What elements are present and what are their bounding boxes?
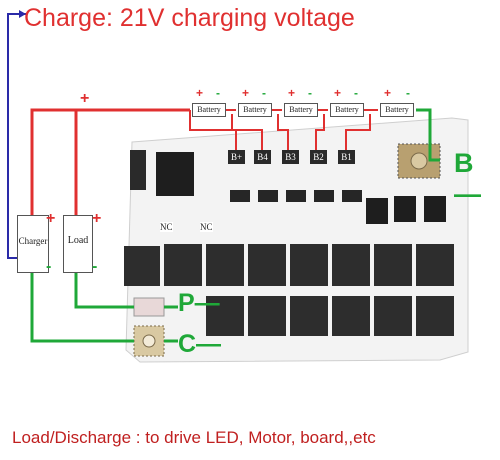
board-ic: [156, 152, 194, 196]
transistor: [258, 190, 278, 202]
tap-b-plus: B+: [228, 150, 245, 164]
charger-plus: +: [46, 210, 56, 227]
charge-voltage-title: Charge: 21V charging voltage: [24, 4, 355, 32]
load-box: Load: [63, 215, 93, 273]
battery-cell-3: Battery: [284, 103, 318, 117]
transistor: [342, 190, 362, 202]
shunt-resistor: [366, 198, 388, 224]
board-ic-2: [130, 150, 146, 190]
mosfet-row-bottom: [206, 296, 454, 336]
battery-1-minus: -: [216, 86, 220, 100]
tap-b3: B3: [282, 150, 299, 164]
battery-cell-1: Battery: [192, 103, 226, 117]
load-minus: -: [92, 258, 98, 275]
load-label: Load: [67, 235, 89, 246]
p-minus-label: P—: [178, 289, 220, 317]
tap-b4: B4: [254, 150, 271, 164]
battery-cell-4: Battery: [330, 103, 364, 117]
battery-2-plus: +: [242, 86, 250, 100]
c-minus-label: C—: [178, 330, 222, 358]
transistor: [314, 190, 334, 202]
battery-5-minus: -: [406, 86, 410, 100]
bms-board: [124, 117, 469, 363]
sense-wire: [7, 13, 26, 259]
nc-label-2: NC: [200, 222, 213, 232]
nc-label-1: NC: [160, 222, 173, 232]
charger-minus: -: [46, 258, 52, 275]
shunt-resistor: [424, 196, 446, 222]
load-discharge-caption: Load/Discharge : to drive LED, Motor, bo…: [12, 428, 376, 447]
p-minus-pad: [133, 297, 165, 317]
battery-links: [226, 109, 378, 150]
b-minus-hole: [410, 152, 428, 170]
negative-wire-b: [416, 108, 440, 162]
battery-4-plus: +: [334, 86, 342, 100]
b-minus-label: B—: [454, 148, 481, 209]
battery-cell-5: Battery: [380, 103, 414, 117]
battery-2-minus: -: [262, 86, 266, 100]
positive-wire-plus: +: [80, 90, 90, 107]
positive-wire-bplus: [189, 110, 237, 150]
tap-b2: B2: [310, 150, 327, 164]
battery-5-plus: +: [384, 86, 392, 100]
charger-label: Charger: [18, 236, 48, 246]
tap-b1: B1: [338, 150, 355, 164]
battery-1-plus: +: [196, 86, 204, 100]
negative-wire-load: [74, 272, 134, 309]
shunt-resistor: [394, 196, 416, 222]
load-plus: +: [92, 210, 102, 227]
c-minus-hole: [142, 334, 156, 348]
mosfet-row-top: [124, 244, 454, 286]
battery-3-minus: -: [308, 86, 312, 100]
sense-arrow: [19, 10, 26, 18]
transistor: [286, 190, 306, 202]
negative-wire-charger: [30, 272, 134, 343]
positive-wire: [30, 108, 190, 215]
battery-4-minus: -: [354, 86, 358, 100]
charger-box: Charger: [17, 215, 49, 273]
battery-cell-2: Battery: [238, 103, 272, 117]
battery-3-plus: +: [288, 86, 296, 100]
transistor: [230, 190, 250, 202]
